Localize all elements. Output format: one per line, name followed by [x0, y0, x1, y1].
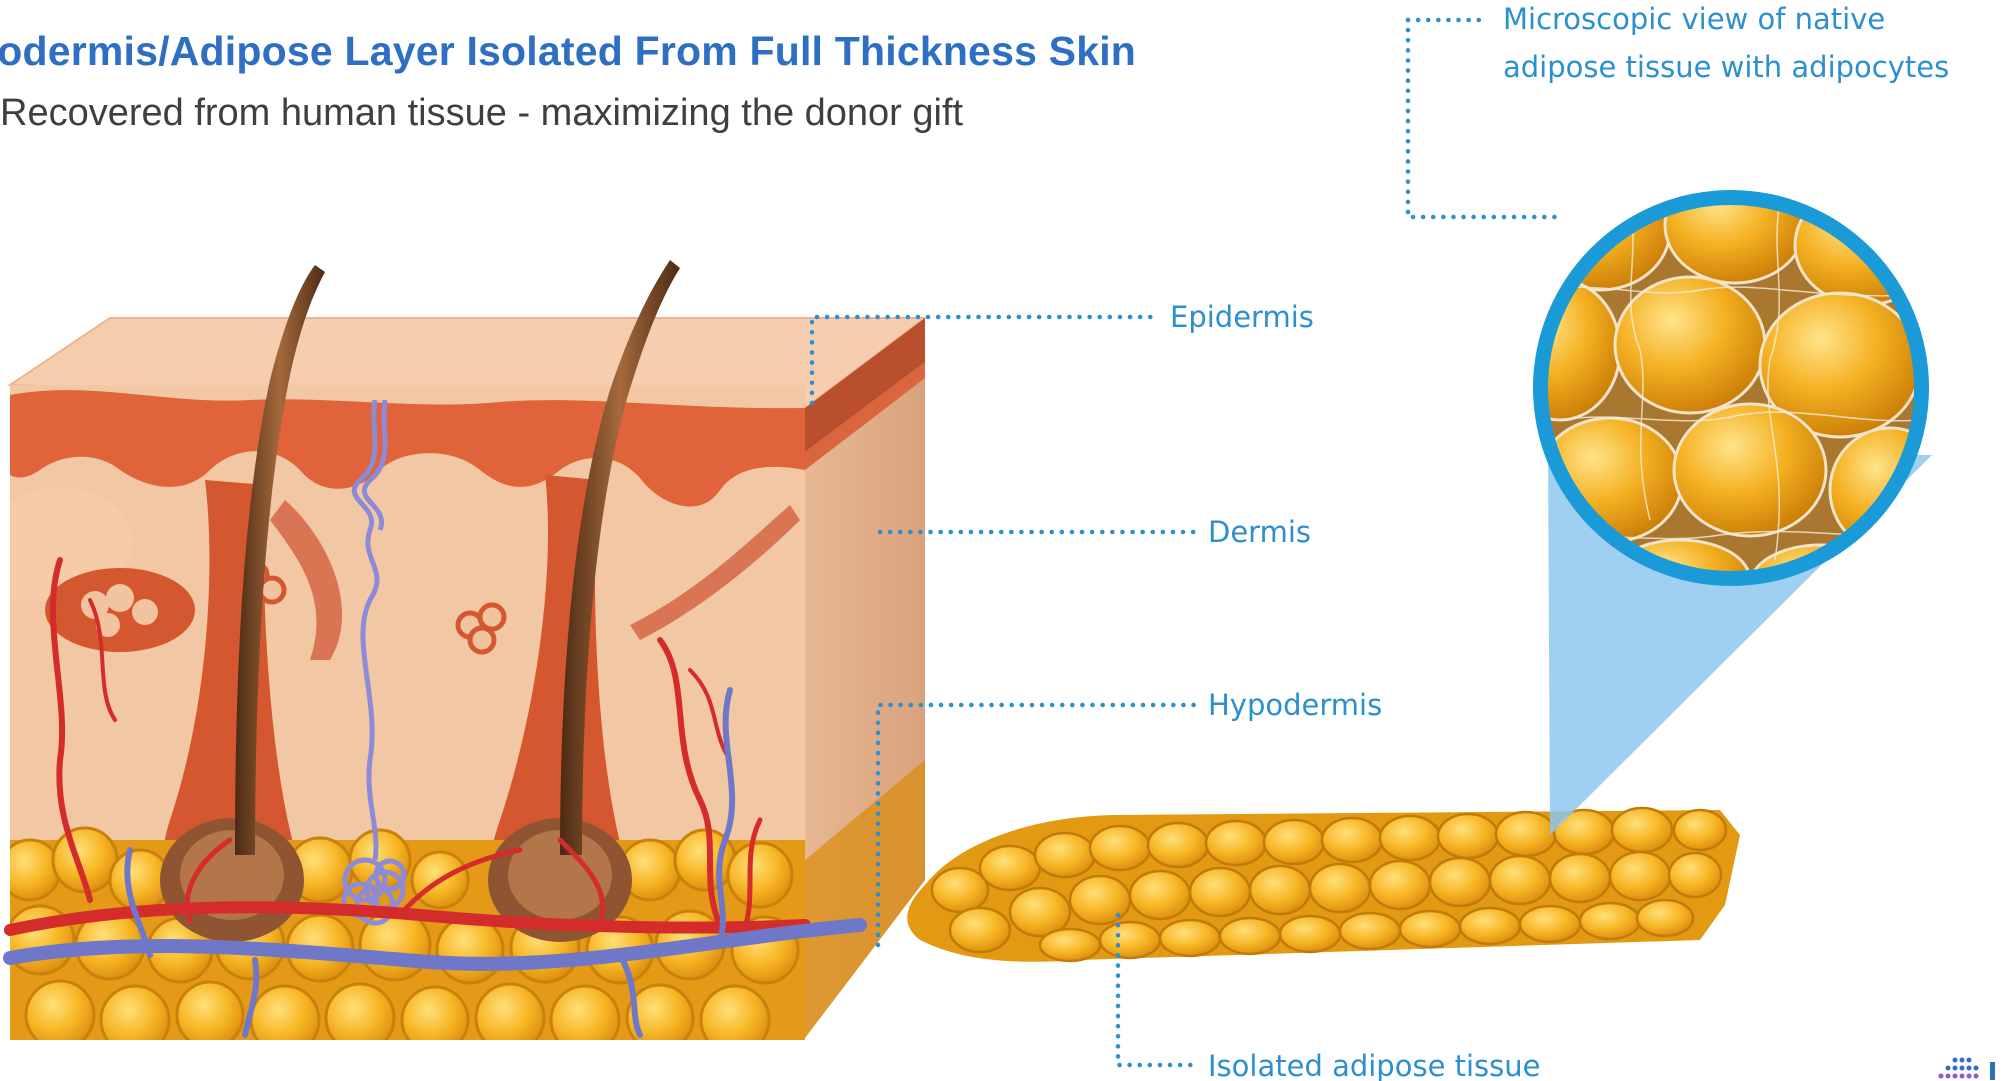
label-epidermis: Epidermis [1170, 300, 1314, 334]
isolated-adipose-strip [907, 808, 1740, 962]
label-isolated-adipose: Isolated adipose tissue [1208, 1049, 1541, 1081]
label-microscopic-line1: Microscopic view of native [1503, 2, 1885, 36]
corner-logo-icon [1939, 1058, 1996, 1081]
label-dermis: Dermis [1208, 515, 1311, 549]
label-microscopic-line2: adipose tissue with adipocytes [1503, 50, 1949, 84]
skin-cross-section [0, 260, 925, 1054]
sebaceous-gland-left [45, 568, 195, 652]
label-hypodermis: Hypodermis [1208, 688, 1382, 722]
